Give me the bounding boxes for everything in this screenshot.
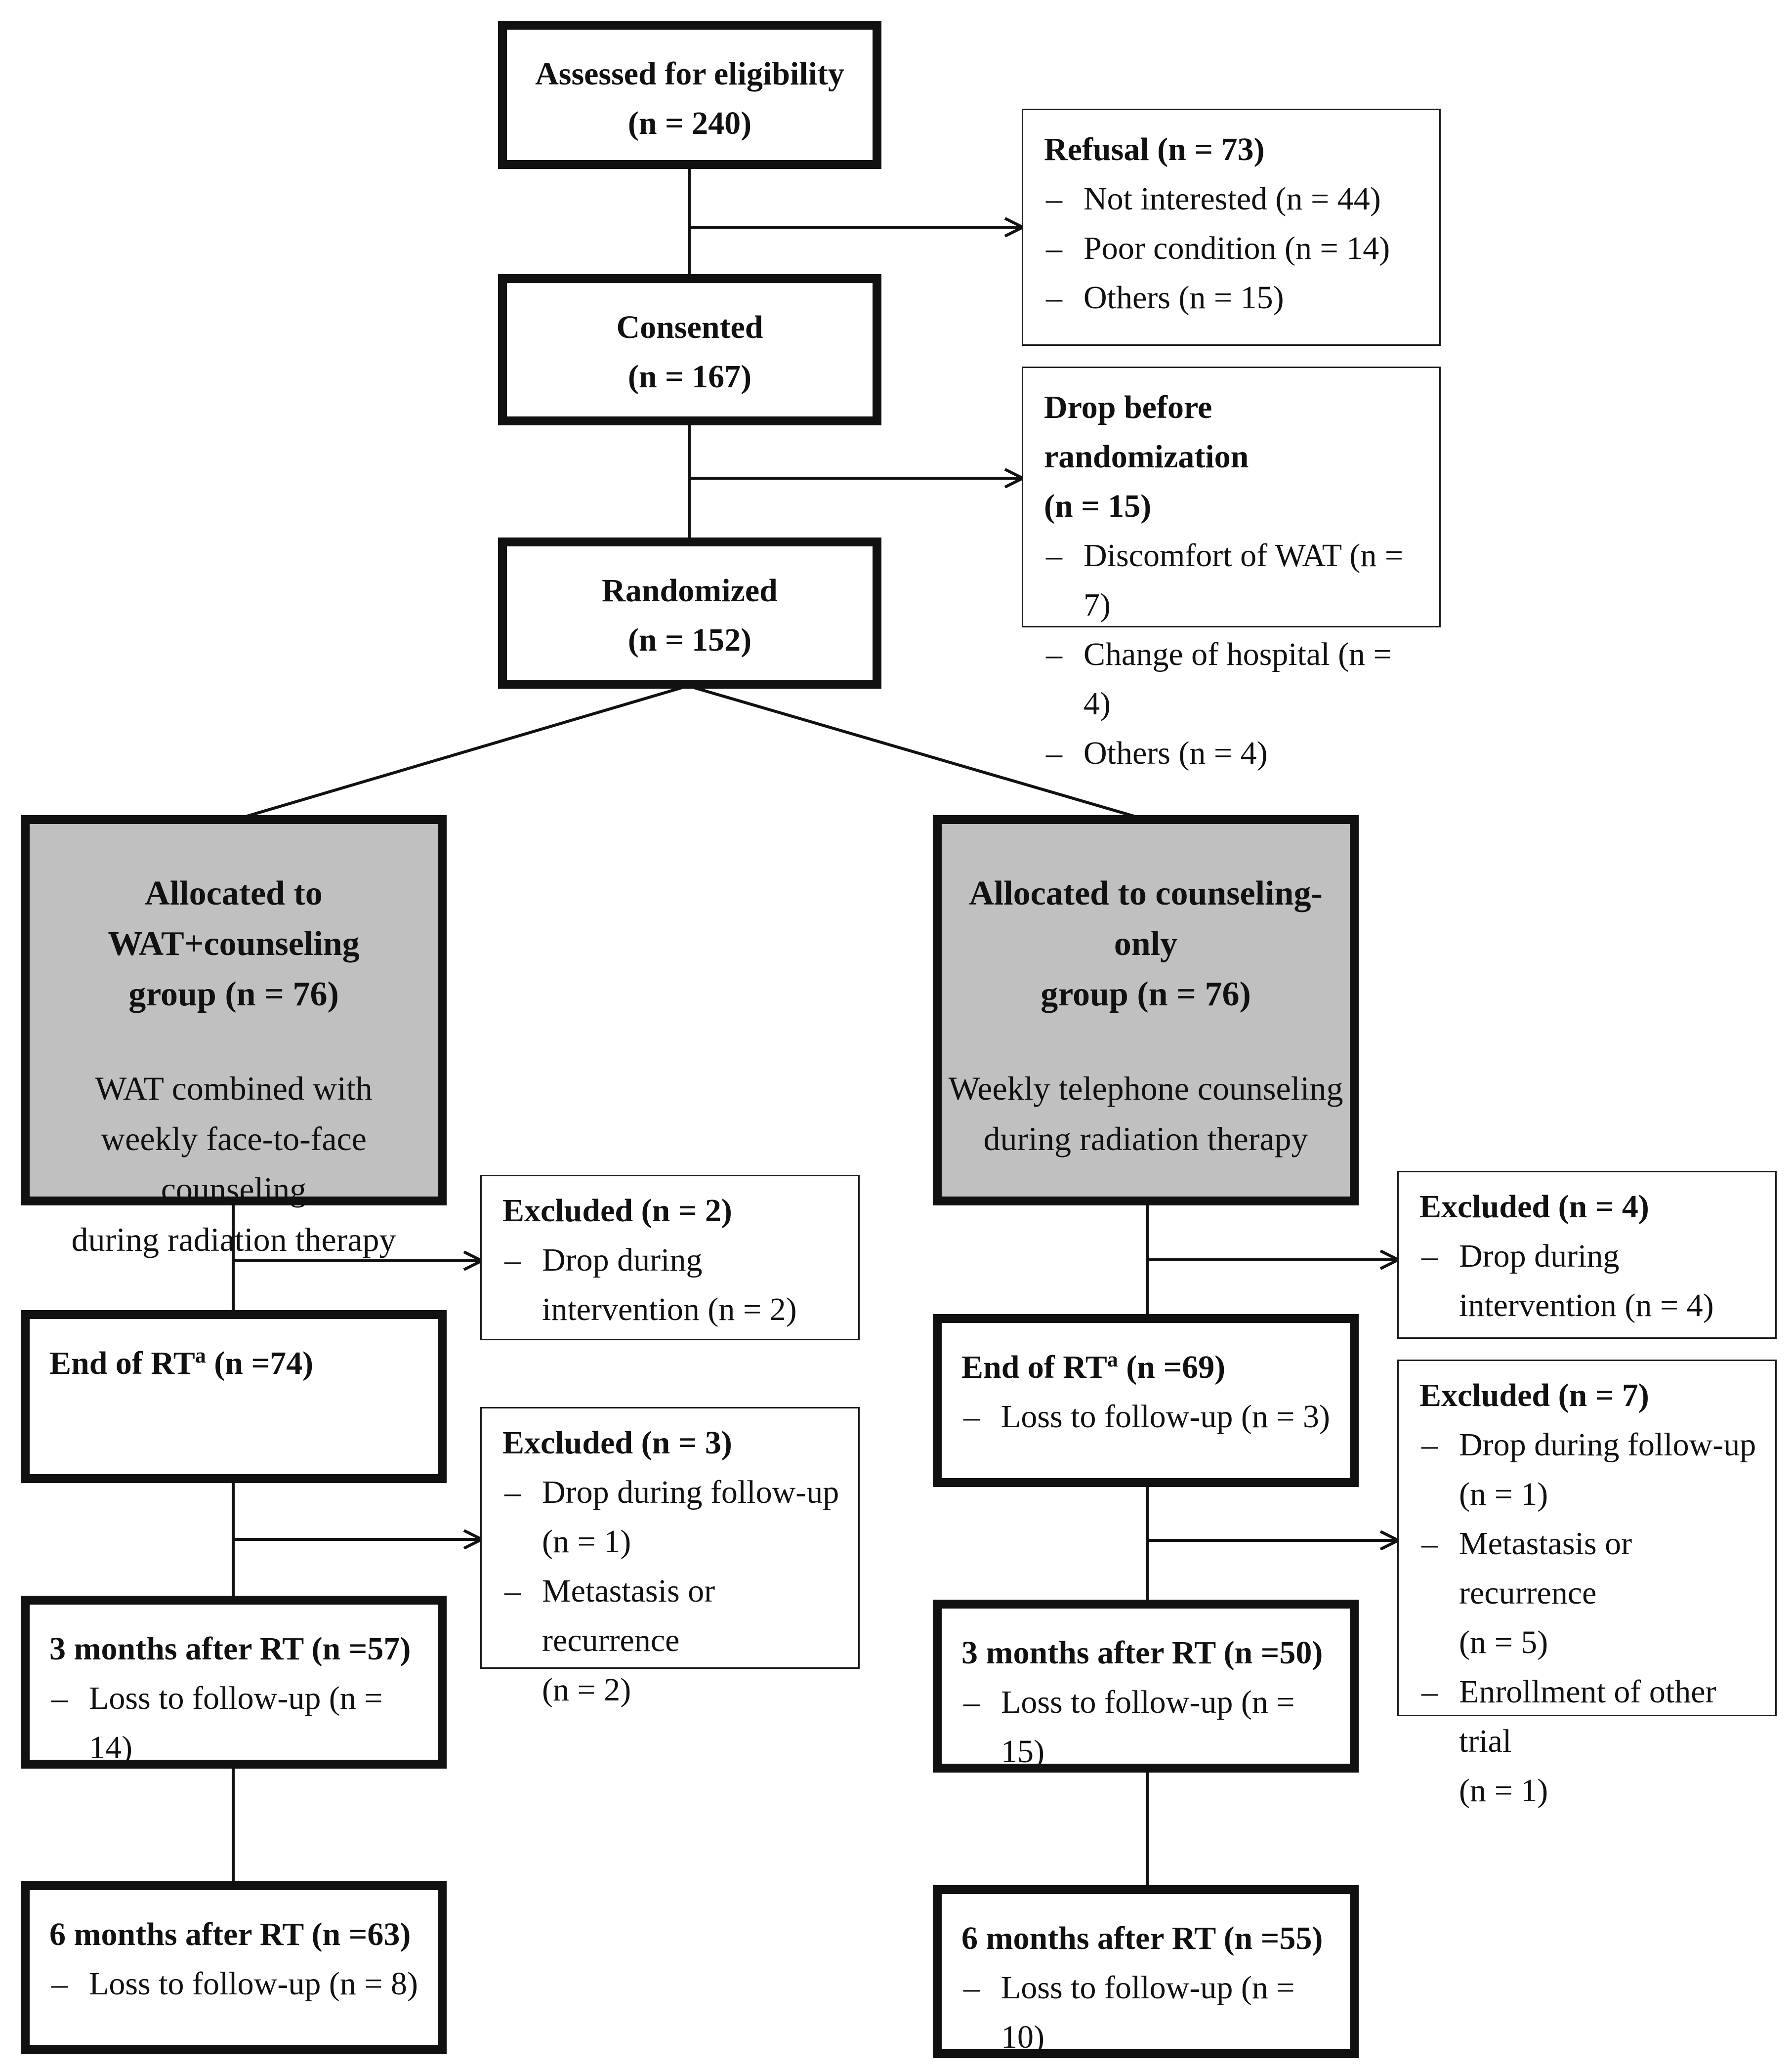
left-end-rt-title: End of RTa (n =74) xyxy=(49,1343,314,1382)
right-6-months-box: 6 months after RT (n =55) Loss to follow… xyxy=(933,1885,1359,2058)
left-3-months-list: Loss to follow-up (n = 14) xyxy=(49,1674,423,1773)
list-item: Loss to follow-up (n = 15) xyxy=(961,1678,1335,1777)
randomized-count: (n = 152) xyxy=(627,622,752,658)
left-6-months-list: Loss to follow-up (n = 8) xyxy=(49,1959,423,2009)
left-excluded-2-box: Excluded (n = 3) Drop during follow-up (… xyxy=(480,1407,860,1708)
refusal-list: Not interested (n = 44) Poor condition (… xyxy=(1044,174,1424,323)
list-item: Others (n = 15) xyxy=(1044,273,1424,323)
left-allocation-desc-1: WAT combined with xyxy=(95,1070,373,1107)
consented-box: Consented (n = 167) xyxy=(498,274,881,425)
drop-before-box: Drop before randomization (n = 15) Disco… xyxy=(1022,367,1441,778)
right-end-rt-title: End of RTa (n =69) xyxy=(961,1347,1226,1386)
left-allocation-desc-3: during radiation therapy xyxy=(71,1221,396,1258)
right-excluded-2-title: Excluded (n = 7) xyxy=(1419,1377,1649,1413)
drop-before-count: (n = 15) xyxy=(1044,488,1152,524)
right-allocation-box: Allocated to counseling-only group (n = … xyxy=(933,815,1359,1205)
list-item: Not interested (n = 44) xyxy=(1044,174,1424,224)
refusal-title: Refusal (n = 73) xyxy=(1044,131,1265,167)
list-item: Loss to follow-up (n = 3) xyxy=(961,1392,1335,1442)
list-item: Drop during follow-up (n = 1) xyxy=(1419,1420,1760,1519)
refusal-box: Refusal (n = 73) Not interested (n = 44)… xyxy=(1022,109,1441,346)
left-excluded-1-title: Excluded (n = 2) xyxy=(502,1193,732,1229)
split-right xyxy=(694,686,1134,818)
right-allocation-desc-2: during radiation therapy xyxy=(983,1120,1308,1158)
left-allocation-desc-2: weekly face-to-face counseling xyxy=(101,1120,367,1208)
right-excluded-1-list: Drop during intervention (n = 4) xyxy=(1419,1232,1760,1330)
assessed-title: Assessed for eligibility xyxy=(535,56,844,92)
right-end-rt-box: End of RTa (n =69) Loss to follow-up (n … xyxy=(933,1314,1359,1487)
right-excluded-1-title: Excluded (n = 4) xyxy=(1419,1189,1649,1225)
right-end-rt-list: Loss to follow-up (n = 3) xyxy=(961,1392,1335,1442)
list-item: Metastasis or recurrence (n = 5) xyxy=(1419,1519,1760,1667)
list-item: Drop during follow-up (n = 1) xyxy=(502,1468,843,1567)
left-excluded-2-list: Drop during follow-up (n = 1) Metastasis… xyxy=(502,1468,843,1715)
consented-title: Consented xyxy=(616,309,763,345)
list-item: Enrollment of other trial (n = 1) xyxy=(1419,1667,1760,1816)
list-item: Discomfort of WAT (n = 7) xyxy=(1044,531,1424,630)
left-3-months-box: 3 months after RT (n =57) Loss to follow… xyxy=(21,1596,447,1769)
left-end-rt-box: End of RTa (n =74) xyxy=(21,1310,447,1483)
left-6-months-box: 6 months after RT (n =63) Loss to follow… xyxy=(21,1881,447,2054)
list-item: Metastasis or recurrence (n = 2) xyxy=(502,1567,843,1715)
right-3-months-box: 3 months after RT (n =50) Loss to follow… xyxy=(933,1600,1359,1773)
left-excluded-1-box: Excluded (n = 2) Drop during interventio… xyxy=(480,1175,860,1340)
left-excluded-2-title: Excluded (n = 3) xyxy=(502,1425,732,1461)
right-excluded-2-list: Drop during follow-up (n = 1) Metastasis… xyxy=(1419,1420,1760,1816)
list-item: Change of hospital (n = 4) xyxy=(1044,630,1424,729)
list-item: Drop during intervention (n = 2) xyxy=(502,1236,843,1334)
right-3-months-title: 3 months after RT (n =50) xyxy=(961,1635,1323,1671)
drop-before-title: Drop before randomization xyxy=(1044,389,1249,475)
split-left xyxy=(247,686,682,818)
list-item: Drop during intervention (n = 4) xyxy=(1419,1232,1760,1330)
left-allocation-title-1: Allocated to WAT+counseling xyxy=(108,874,360,963)
right-allocation-title-1: Allocated to counseling-only xyxy=(969,874,1323,963)
left-excluded-1-list: Drop during intervention (n = 2) xyxy=(502,1236,843,1334)
consented-count: (n = 167) xyxy=(627,359,752,395)
left-allocation-title-2: group (n = 76) xyxy=(128,975,339,1013)
right-excluded-1-box: Excluded (n = 4) Drop during interventio… xyxy=(1397,1171,1777,1339)
right-allocation-title-2: group (n = 76) xyxy=(1041,975,1251,1013)
left-6-months-title: 6 months after RT (n =63) xyxy=(49,1916,411,1952)
randomized-title: Randomized xyxy=(602,573,778,609)
right-6-months-title: 6 months after RT (n =55) xyxy=(961,1920,1323,1956)
list-item: Loss to follow-up (n = 10) xyxy=(961,1963,1335,2062)
right-allocation-desc-1: Weekly telephone counseling xyxy=(948,1070,1343,1107)
list-item: Poor condition (n = 14) xyxy=(1044,224,1424,273)
assessed-count: (n = 240) xyxy=(627,105,752,141)
left-3-months-title: 3 months after RT (n =57) xyxy=(49,1631,411,1667)
list-item: Loss to follow-up (n = 14) xyxy=(49,1674,423,1773)
assessed-box: Assessed for eligibility (n = 240) xyxy=(498,21,881,169)
randomized-box: Randomized (n = 152) xyxy=(498,537,881,689)
right-3-months-list: Loss to follow-up (n = 15) xyxy=(961,1678,1335,1777)
right-excluded-2-box: Excluded (n = 7) Drop during follow-up (… xyxy=(1397,1360,1777,1809)
list-item: Others (n = 4) xyxy=(1044,729,1424,778)
drop-before-list: Discomfort of WAT (n = 7) Change of hosp… xyxy=(1044,531,1424,778)
left-allocation-box: Allocated to WAT+counseling group (n = 7… xyxy=(21,815,447,1258)
right-6-months-list: Loss to follow-up (n = 10) xyxy=(961,1963,1335,2062)
list-item: Loss to follow-up (n = 8) xyxy=(49,1959,423,2009)
